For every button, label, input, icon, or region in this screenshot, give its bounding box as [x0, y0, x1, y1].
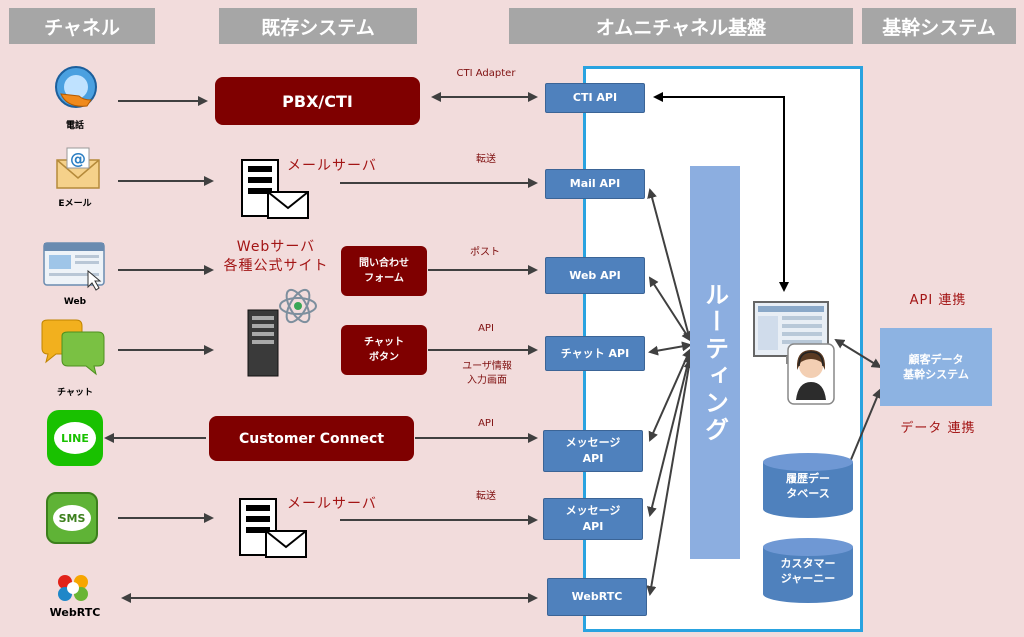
chat-api-box: チャット API	[545, 336, 645, 371]
web-api-box: Web API	[545, 257, 645, 294]
pbx-cti-box: PBX/CTI	[215, 77, 420, 125]
mail-server-icon-1	[241, 159, 309, 219]
web-server-icon	[247, 288, 317, 377]
customer-connect-box: Customer Connect	[209, 416, 414, 461]
channel-label-web: Web	[63, 297, 87, 307]
header-core-system: 基幹システム	[862, 8, 1016, 44]
svg-text:@: @	[70, 149, 86, 168]
customer-data-core-system-box: 顧客データ 基幹システム	[880, 328, 992, 406]
chat-bubbles-icon	[41, 319, 105, 376]
webrtc-api-box: WebRTC	[547, 578, 647, 616]
header-existing-system: 既存システム	[219, 8, 417, 44]
label-api-line: API	[478, 418, 494, 429]
label-user-info-screen: ユーザ情報 入力画面	[462, 361, 512, 386]
line-logo-text: LINE	[54, 422, 96, 454]
data-link-label: データ 連携	[900, 421, 976, 436]
api-link-label: API 連携	[909, 293, 967, 308]
customer-journey-database-label: カスタマー ジャーニー	[780, 557, 836, 585]
channel-label-phone: 電話	[65, 121, 84, 131]
label-transfer-2: 転送	[476, 491, 496, 502]
chat-button-box: チャット ボタン	[341, 325, 427, 375]
web-browser-icon	[43, 242, 105, 291]
history-database-label: 履歴デー タベース	[786, 472, 830, 500]
header-omnichannel-platform: オムニチャネル基盤	[509, 8, 853, 44]
header-channel: チャネル	[9, 8, 155, 44]
channel-label-chat: チャット	[57, 388, 93, 398]
sms-app-icon: SMS	[46, 492, 98, 544]
web-server-label: Webサーバ 各種公式サイト	[223, 239, 329, 274]
mail-api-box: Mail API	[545, 169, 645, 199]
agent-workstation-icon	[753, 301, 835, 405]
label-post: ポスト	[470, 247, 500, 258]
label-transfer-1: 転送	[476, 154, 496, 165]
mail-server-label-1: メールサーバ	[287, 158, 377, 174]
routing-bar: ルーティング	[690, 166, 740, 559]
history-database: 履歴デー タベース	[763, 453, 853, 525]
phone-icon	[55, 66, 97, 108]
channel-label-email: Eメール	[58, 199, 92, 209]
label-api-chat: API	[478, 323, 494, 334]
line-app-icon: LINE	[47, 410, 103, 466]
message-api-box-2: メッセージ API	[543, 498, 643, 540]
inquiry-form-box: 問い合わせ フォーム	[341, 246, 427, 296]
message-api-box-1: メッセージ API	[543, 430, 643, 472]
cti-api-box: CTI API	[545, 83, 645, 113]
label-cti-adapter: CTI Adapter	[456, 68, 516, 79]
channel-label-webrtc: WebRTC	[49, 606, 101, 619]
email-icon: @	[56, 147, 100, 189]
sms-logo-text: SMS	[53, 505, 91, 531]
webrtc-logo-icon	[58, 575, 88, 601]
mail-server-label-2: メールサーバ	[287, 496, 377, 512]
mail-server-icon-2	[239, 498, 307, 558]
customer-journey-database: カスタマー ジャーニー	[763, 538, 853, 610]
